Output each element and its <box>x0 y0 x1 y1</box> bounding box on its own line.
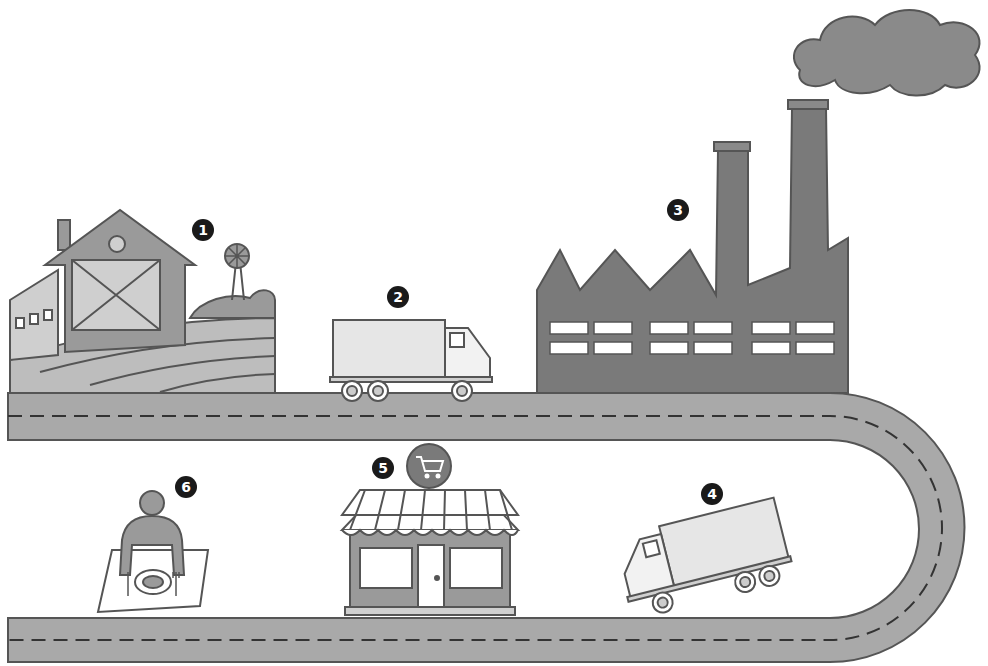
factory <box>537 100 848 393</box>
callout-number: 1 <box>192 219 214 241</box>
factory-part-part <box>594 342 632 354</box>
factory-part-part <box>752 342 790 354</box>
factory-part-part <box>550 342 588 354</box>
truck-part <box>333 320 445 378</box>
store-part <box>416 457 443 471</box>
factory-part <box>550 322 834 354</box>
store-part <box>450 548 502 588</box>
store-part <box>342 490 518 515</box>
store-part <box>360 548 412 588</box>
factory-part <box>714 142 750 151</box>
truck-part <box>627 556 791 601</box>
store-part <box>342 490 518 530</box>
barn-part <box>58 220 70 250</box>
factory-part-part <box>594 322 632 334</box>
person-eating <box>98 491 208 612</box>
smoke-cloud <box>794 10 980 96</box>
factory-part-part <box>752 322 790 334</box>
truck <box>613 497 797 620</box>
store-part <box>436 474 441 479</box>
factory-part-part <box>650 342 688 354</box>
road-part <box>8 393 965 662</box>
barn-part <box>44 310 52 320</box>
store-part <box>407 444 451 488</box>
store-part <box>418 545 444 610</box>
person-eating-part <box>98 550 208 612</box>
truck-part <box>347 386 357 396</box>
truck-part <box>657 597 669 609</box>
store-part <box>350 490 512 530</box>
barn-part <box>10 270 58 360</box>
truck-part <box>651 590 675 614</box>
factory-part <box>788 100 828 109</box>
store-part <box>345 607 515 615</box>
truck-part <box>757 564 781 588</box>
barn-part <box>45 210 195 352</box>
truck-part <box>368 381 388 401</box>
callout-number: 3 <box>667 199 689 221</box>
factory-part-part <box>550 322 588 334</box>
barn-part <box>16 318 24 328</box>
barn-part <box>72 260 160 330</box>
smoke-cloud-part <box>794 10 980 96</box>
truck-part <box>452 381 472 401</box>
barn-part <box>30 314 38 324</box>
person-eating-part <box>128 572 179 596</box>
callout-number: 6 <box>175 476 197 498</box>
factory-part-part <box>694 342 732 354</box>
store-part <box>342 530 518 535</box>
barn-part <box>109 236 125 252</box>
truck <box>330 320 492 401</box>
person-eating-part <box>120 516 184 575</box>
store-part <box>435 576 439 580</box>
road <box>8 393 965 662</box>
callout-number: 2 <box>387 286 409 308</box>
windmill <box>225 244 249 300</box>
truck-part <box>733 570 757 594</box>
factory-part-part <box>694 322 732 334</box>
truck-part <box>763 570 775 582</box>
callout-number: 4 <box>701 483 723 505</box>
truck-part <box>457 386 467 396</box>
truck-part <box>342 381 362 401</box>
callout-number: 5 <box>372 457 394 479</box>
store <box>342 444 518 615</box>
factory-part <box>537 108 848 393</box>
truck-part <box>445 328 490 380</box>
truck-part <box>450 333 464 347</box>
barn-part <box>72 260 160 330</box>
person-eating-part <box>143 576 163 588</box>
farm-field-part <box>160 374 275 392</box>
truck-part <box>643 540 660 557</box>
store-part <box>350 530 510 610</box>
factory-part-part <box>650 322 688 334</box>
road-part <box>8 416 942 640</box>
barn <box>10 210 195 360</box>
store-part <box>425 474 430 479</box>
farm-field-part <box>90 356 275 385</box>
windmill-part <box>225 244 249 268</box>
factory-part-part <box>796 342 834 354</box>
windmill-part <box>225 244 249 268</box>
truck-part <box>373 386 383 396</box>
person-eating-part <box>135 570 171 594</box>
truck-part <box>739 576 751 588</box>
person-eating-part <box>140 491 164 515</box>
factory-part-part <box>796 322 834 334</box>
